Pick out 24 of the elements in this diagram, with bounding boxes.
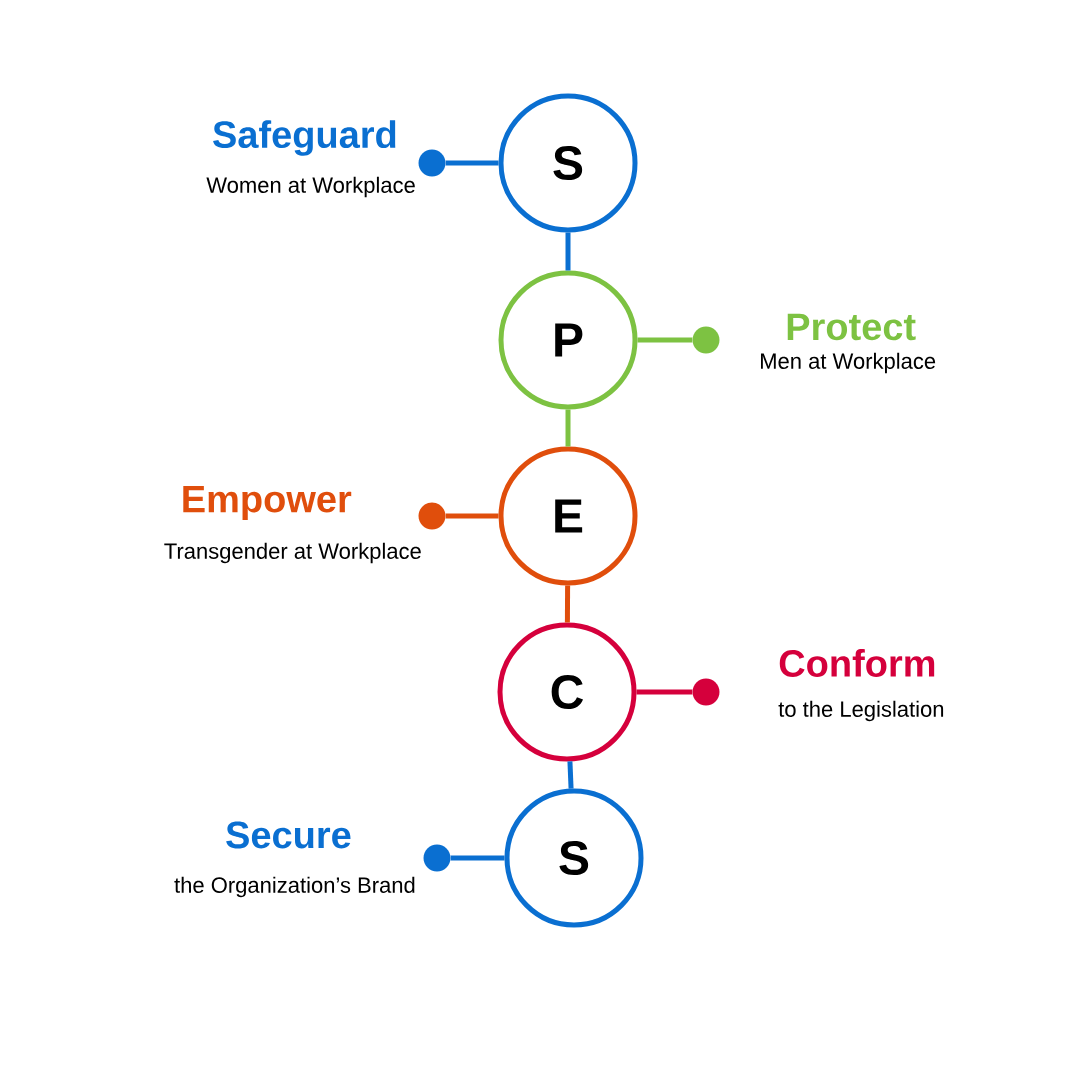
connector-line xyxy=(565,409,571,447)
description: Men at Workplace xyxy=(761,352,936,374)
heading: Empower xyxy=(183,486,352,521)
dot xyxy=(692,678,720,706)
connector-line xyxy=(450,855,505,861)
dot xyxy=(692,326,720,354)
heading: Safeguard xyxy=(213,120,396,156)
heading: Conform xyxy=(779,649,935,677)
dot xyxy=(423,844,451,872)
connector-line xyxy=(637,337,693,343)
description: Transgender at Workplace xyxy=(164,542,421,564)
connector-line xyxy=(445,160,499,166)
heading: Secure xyxy=(226,821,351,849)
connector-line xyxy=(636,689,693,695)
heading: Protect xyxy=(787,313,916,341)
description: Women at Workplace xyxy=(206,176,415,198)
description: to the Legislation xyxy=(778,700,944,722)
dot xyxy=(418,502,446,530)
connector-line xyxy=(445,513,499,519)
dot xyxy=(418,149,446,177)
connector-line xyxy=(564,585,571,623)
connector-line xyxy=(567,761,574,789)
description: the Organization’s Brand xyxy=(174,876,415,898)
connector-line xyxy=(565,232,571,271)
